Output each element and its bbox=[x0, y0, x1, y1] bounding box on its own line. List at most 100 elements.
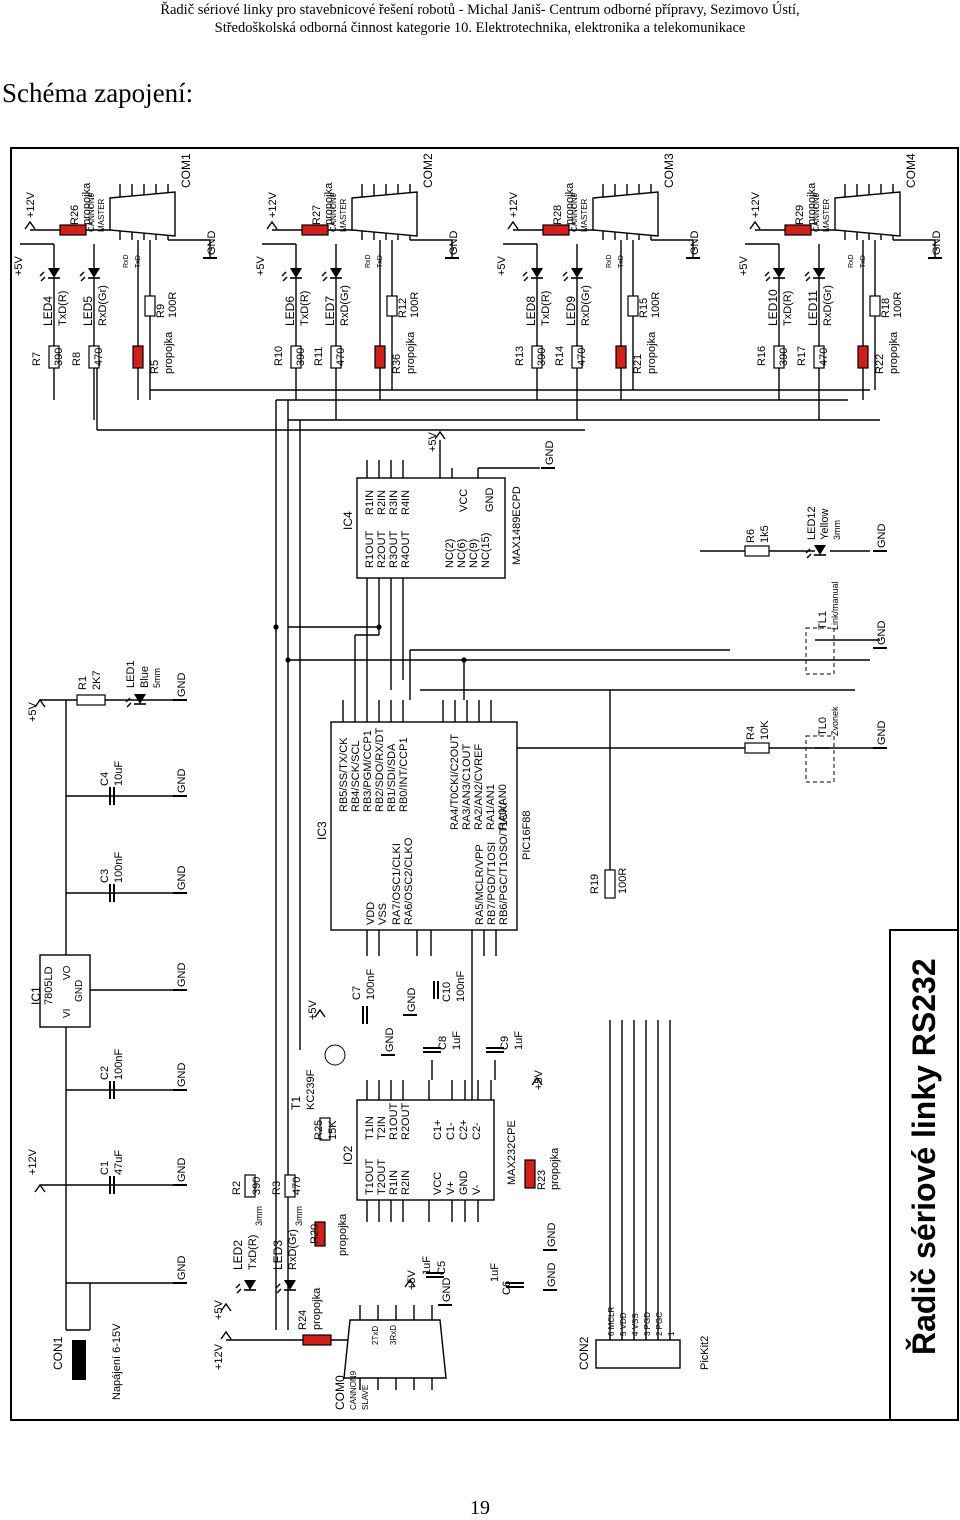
led-name: LED11 bbox=[806, 290, 820, 326]
resistor bbox=[48, 345, 60, 369]
gnd-label: GND bbox=[441, 1278, 453, 1303]
supply-label: +5V bbox=[738, 255, 750, 276]
capacitor-value: 100nF bbox=[113, 852, 125, 883]
ic-pin-label: R3OUT bbox=[388, 530, 400, 568]
jumper-resistor bbox=[132, 345, 144, 369]
capacitor-name: C7 bbox=[351, 986, 363, 1000]
resistor bbox=[773, 345, 785, 369]
ic-pin-label: GND bbox=[74, 980, 85, 1002]
resistor-name: R9 bbox=[155, 304, 167, 318]
resistor-name: R5 bbox=[149, 360, 161, 374]
led-label: TxD(R) bbox=[247, 1235, 259, 1270]
supply-label: +5V bbox=[406, 1269, 418, 1290]
ic2-body bbox=[356, 1099, 495, 1201]
jumper-resistor bbox=[301, 224, 329, 236]
resistor-name: R36 bbox=[391, 354, 403, 374]
wire bbox=[321, 271, 327, 277]
resistor-name: R22 bbox=[874, 354, 886, 374]
ic1-regulator bbox=[39, 954, 91, 1028]
resistor-value: 390 bbox=[536, 348, 548, 366]
ic-pin-label: R2IN bbox=[376, 490, 388, 515]
wire bbox=[804, 271, 810, 277]
resistor bbox=[571, 345, 583, 369]
capacitor-value: 1uF bbox=[451, 1031, 463, 1050]
resistor bbox=[604, 869, 616, 899]
resistor-name: R26 bbox=[69, 205, 81, 225]
pushbutton-tl0 bbox=[805, 735, 835, 783]
wire bbox=[805, 276, 811, 282]
ic-part-number: MAX232CPE bbox=[506, 1120, 518, 1185]
wire bbox=[235, 1283, 241, 1289]
resistor-value: propojka bbox=[405, 331, 417, 374]
led-label: RxD(Gr) bbox=[339, 285, 351, 326]
gnd-label: GND bbox=[931, 231, 943, 256]
components bbox=[24, 191, 959, 1421]
ic-pin-label: C1+ bbox=[432, 1120, 444, 1141]
transistor-part: KC239F bbox=[305, 1069, 317, 1110]
ic-name: IC1 bbox=[29, 986, 43, 1005]
resistor-name: R29 bbox=[794, 205, 806, 225]
resistor-name: R1 bbox=[77, 676, 89, 690]
switch-name: TL0 bbox=[817, 717, 829, 736]
section-title: Schéma zapojení: bbox=[2, 78, 194, 108]
supply-label: +12V bbox=[750, 191, 762, 218]
gnd-label: GND bbox=[384, 1028, 396, 1053]
ic-pin-label: R2IN bbox=[400, 1170, 412, 1195]
resistor bbox=[88, 345, 100, 369]
connector-role: MASTER bbox=[339, 198, 348, 232]
ic-pin-label: R4OUT bbox=[400, 530, 412, 568]
header-pin-label: 3 PGD bbox=[643, 1312, 652, 1336]
con1-jack bbox=[72, 1340, 86, 1380]
ic-pin-label: NC(2) bbox=[444, 539, 456, 568]
resistor bbox=[290, 345, 302, 369]
resistor-name: R20 bbox=[309, 1224, 321, 1244]
ic-pin-label: VDD bbox=[365, 902, 377, 925]
db9-connector bbox=[351, 191, 418, 237]
gnd-label: GND bbox=[876, 524, 888, 549]
wire bbox=[562, 271, 568, 277]
resistor-name: R4 bbox=[745, 726, 757, 740]
resistor bbox=[284, 1174, 296, 1198]
resistor bbox=[386, 295, 398, 317]
capacitor-value: 100nF bbox=[365, 969, 377, 1000]
led-label: TxD(R) bbox=[540, 291, 552, 326]
header-pin-label: 2 PGC bbox=[655, 1312, 664, 1336]
wire bbox=[79, 271, 85, 277]
resistor bbox=[144, 295, 156, 317]
com-port-name: COM0 bbox=[333, 1375, 347, 1410]
ic-pin-label: NC(15) bbox=[480, 533, 492, 568]
resistor-value: 470 bbox=[818, 348, 830, 366]
supply-label: +12V bbox=[508, 191, 520, 218]
led-label: TxD(R) bbox=[299, 291, 311, 326]
ic-pin-label: VCC bbox=[458, 489, 470, 512]
ic-pin-label: GND bbox=[484, 488, 496, 513]
supply-label: +5V bbox=[496, 255, 508, 276]
resistor-name: R14 bbox=[554, 346, 566, 366]
connector-name: CON2 bbox=[577, 1336, 591, 1370]
led-symbol bbox=[88, 268, 100, 278]
supply-arrow bbox=[34, 698, 46, 708]
ic-pin-label: RB7/PGD/T1OSI bbox=[486, 842, 498, 925]
led-size: 3mm bbox=[254, 1206, 264, 1226]
ic-pin-label: VO bbox=[62, 965, 73, 980]
resistor-name: R27 bbox=[311, 205, 323, 225]
resistor-name: R28 bbox=[552, 205, 564, 225]
capacitor-value: 1uF bbox=[489, 1263, 501, 1282]
resistor bbox=[330, 345, 342, 369]
ic-pin-label: T1OUT bbox=[364, 1159, 376, 1195]
resistor-name: R3 bbox=[271, 1181, 283, 1195]
connector-label: Napájení 6-15V bbox=[111, 1323, 123, 1400]
ic-pin-label: T2OUT bbox=[376, 1159, 388, 1195]
pin-label: RxD bbox=[365, 254, 372, 268]
com0-connector bbox=[343, 1319, 447, 1379]
supply-arrow bbox=[507, 220, 519, 230]
schematic-border bbox=[10, 147, 959, 1421]
led-label: RxD(Gr) bbox=[822, 285, 834, 326]
wire bbox=[282, 276, 288, 282]
resistor-value: 390 bbox=[53, 348, 65, 366]
switch-label: Zvonek bbox=[830, 706, 840, 736]
capacitor-name: C9 bbox=[499, 1036, 511, 1050]
resistor bbox=[744, 545, 770, 557]
capacitor-value: 100nF bbox=[113, 1049, 125, 1080]
